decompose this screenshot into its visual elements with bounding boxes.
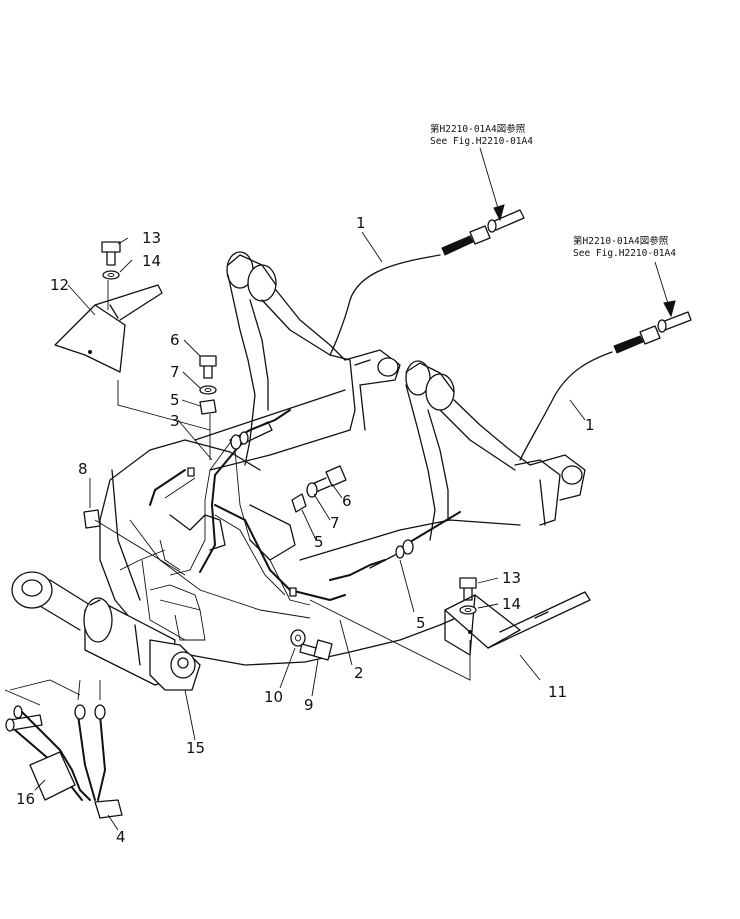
- callout-12: 12: [50, 276, 69, 294]
- callout-14-upper: 14: [142, 252, 161, 270]
- pipes: [149, 409, 461, 601]
- callout-10: 10: [264, 688, 283, 706]
- fittings: [229, 421, 414, 569]
- washer-7-upper: [199, 385, 217, 395]
- callout-7-right: 7: [330, 514, 340, 532]
- callout-5-middle: 5: [314, 533, 324, 551]
- callout-9: 9: [304, 696, 314, 714]
- washer-14-lower: [459, 605, 477, 615]
- clip-5-right: [291, 493, 307, 513]
- reference-top-jp: 第H2210-01A4図参照: [430, 123, 526, 135]
- callout-1-upper: 1: [356, 214, 366, 232]
- reference-note-right: 第H2210-01A4図参照 See Fig.H2210-01A4: [573, 235, 676, 259]
- callout-11: 11: [548, 683, 567, 701]
- hoses: [329, 209, 692, 461]
- pipe-assembly-16: [5, 679, 91, 801]
- bolt-13-lower: [459, 577, 477, 601]
- bracket-12: [54, 280, 211, 431]
- callout-5-lower: 5: [416, 614, 426, 632]
- bolt-9: [299, 639, 333, 661]
- reference-top-en: See Fig.H2210-01A4: [430, 136, 533, 147]
- callout-13-lower: 13: [502, 569, 521, 587]
- washer-7-right: [306, 482, 318, 498]
- reference-note-top: 第H2210-01A4図参照 See Fig.H2210-01A4: [430, 123, 533, 147]
- callout-16: 16: [16, 790, 35, 808]
- bolt-13-upper: [101, 241, 121, 266]
- callout-6-upper: 6: [170, 331, 180, 349]
- callout-14-lower: 14: [502, 595, 521, 613]
- left-boom-arm: [226, 251, 401, 466]
- washer-14-upper: [102, 270, 120, 280]
- reference-right-jp: 第H2210-01A4図参照: [573, 235, 669, 247]
- washer-10: [290, 629, 306, 647]
- bolt-6-upper: [199, 355, 217, 379]
- callout-13-upper: 13: [142, 229, 161, 247]
- leader-lines: [34, 231, 586, 831]
- callouts: 1 1 2 3 4 5 5 5 6 6 7 7 8 9 10 11 12 13 …: [16, 214, 595, 846]
- callout-8: 8: [78, 460, 88, 478]
- callout-7-upper: 7: [170, 363, 180, 381]
- clamp-8: [83, 509, 186, 576]
- bracket-11: [309, 591, 591, 681]
- callout-5-upper: 5: [170, 391, 180, 409]
- callout-2: 2: [354, 664, 364, 682]
- callout-15: 15: [186, 739, 205, 757]
- callout-4: 4: [116, 828, 126, 846]
- cylinder-15: [11, 549, 201, 691]
- hose-4: [4, 679, 123, 819]
- reference-arrows: [479, 147, 676, 318]
- reference-right-en: See Fig.H2210-01A4: [573, 248, 676, 259]
- right-boom-arm: [405, 360, 586, 541]
- callout-3: 3: [170, 412, 180, 430]
- callout-6-right: 6: [342, 492, 352, 510]
- clip-5-upper: [199, 399, 217, 460]
- callout-1-right: 1: [585, 416, 595, 434]
